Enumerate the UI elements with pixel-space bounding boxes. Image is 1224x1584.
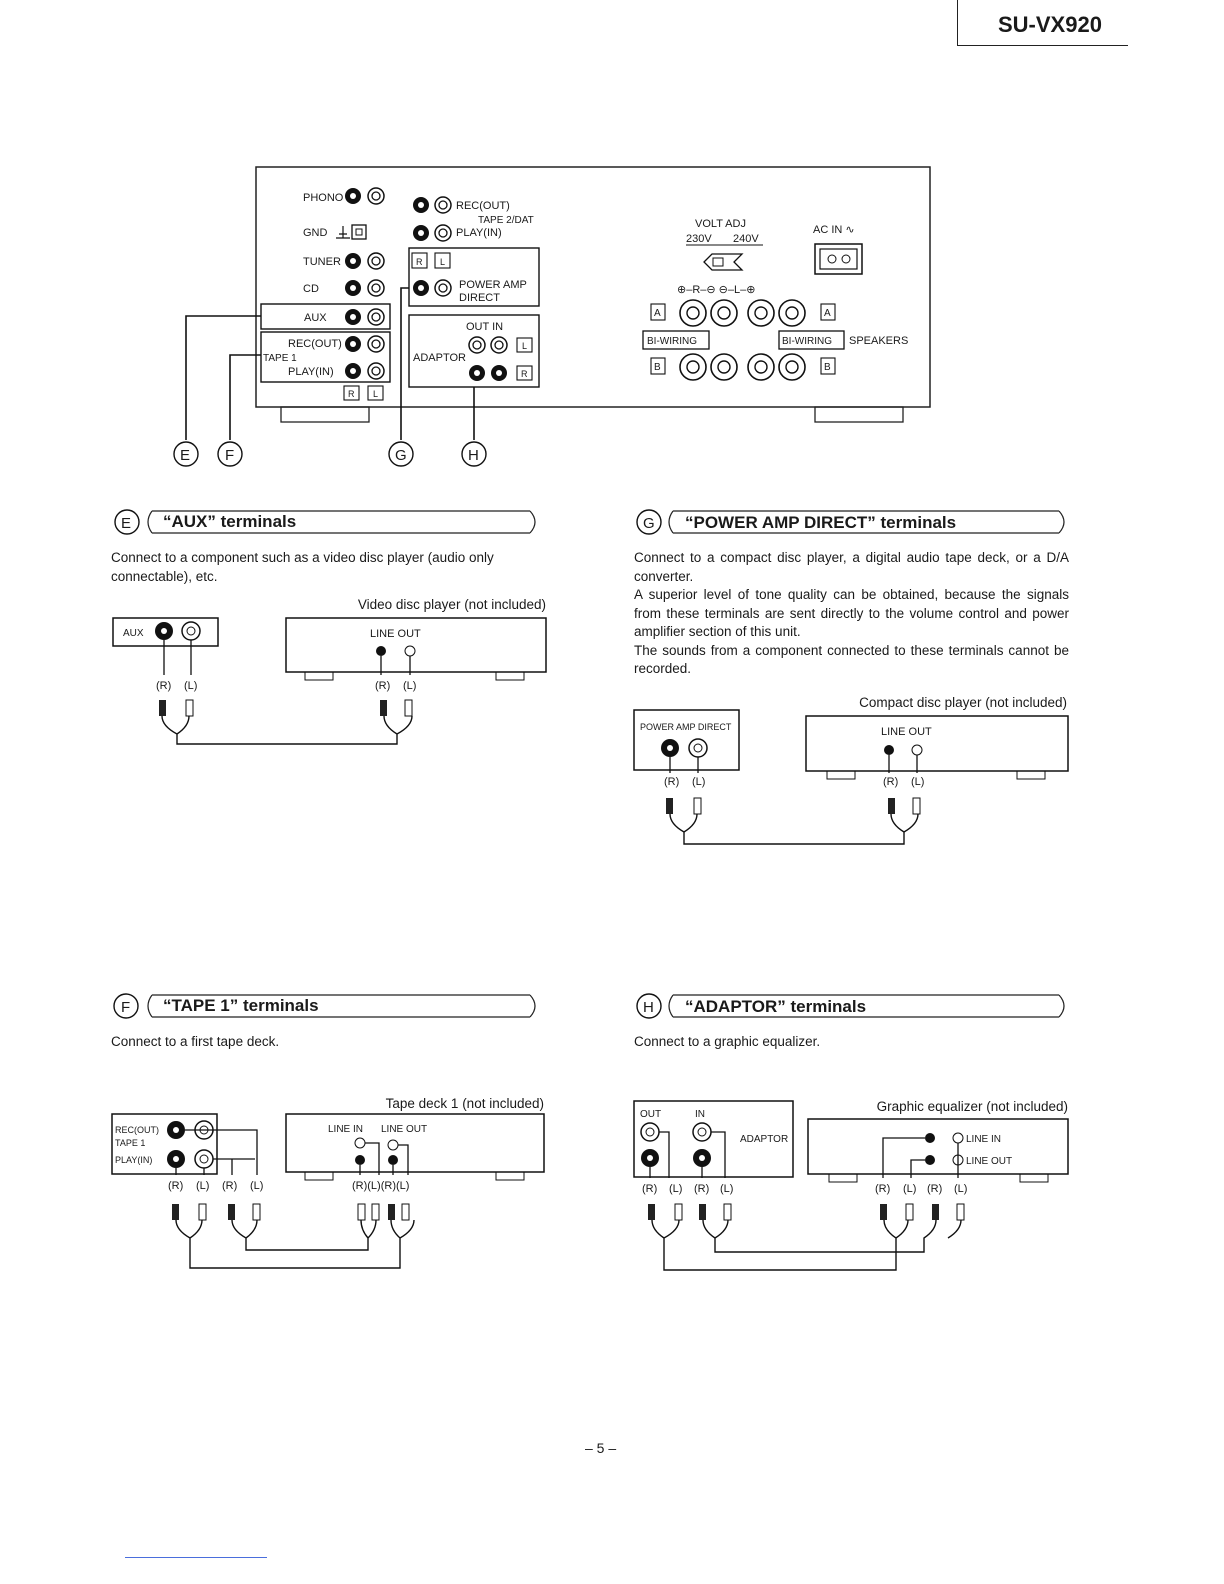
adaptor-out-label: OUT bbox=[640, 1109, 661, 1120]
tape1-device-line-out: LINE OUT bbox=[381, 1124, 427, 1135]
section-headings: E G F H bbox=[113, 509, 1065, 1019]
rec-out-label: REC(OUT) bbox=[288, 338, 342, 350]
tape1-device-line-in: LINE IN bbox=[328, 1124, 363, 1135]
tape1-tape-label: TAPE 1 bbox=[115, 1138, 145, 1148]
aux-connection-diagram: AUX LINE OUT (R) (L) (R) (L) bbox=[112, 617, 547, 745]
svg-text:(R): (R) bbox=[642, 1183, 657, 1195]
svg-text:(R): (R) bbox=[664, 776, 679, 788]
svg-text:(R): (R) bbox=[375, 680, 390, 692]
rear-panel-diagram: PHONO GND TUNER CD AUX REC(OUT) TAPE 1 P… bbox=[173, 166, 931, 467]
callout-h: H bbox=[468, 447, 479, 464]
svg-text:(R): (R) bbox=[168, 1180, 183, 1192]
section-e-body: Connect to a component such as a video d… bbox=[111, 550, 494, 584]
section-f-title: “TAPE 1” terminals bbox=[163, 996, 319, 1015]
tuner-label: TUNER bbox=[303, 256, 341, 268]
section-g-body: Connect to a compact disc player, a digi… bbox=[634, 550, 1069, 676]
svg-text:(R): (R) bbox=[927, 1183, 942, 1195]
svg-text:(R): (R) bbox=[156, 680, 171, 692]
svg-text:R: R bbox=[521, 369, 528, 379]
bi-wiring-left: BI-WIRING bbox=[647, 336, 697, 347]
svg-text:B: B bbox=[654, 362, 661, 373]
aux-unit-label: AUX bbox=[123, 628, 144, 639]
svg-text:(L): (L) bbox=[196, 1180, 209, 1192]
gnd-label: GND bbox=[303, 227, 328, 239]
bi-wiring-right: BI-WIRING bbox=[782, 336, 832, 347]
section-f-caption: Tape deck 1 (not included) bbox=[385, 1096, 544, 1111]
section-e-caption: Video disc player (not included) bbox=[357, 597, 546, 612]
svg-text:240V: 240V bbox=[733, 233, 759, 245]
tape1-label: TAPE 1 bbox=[263, 353, 297, 364]
svg-text:L: L bbox=[522, 341, 527, 351]
tape1-connection-diagram: REC(OUT) TAPE 1 PLAY(IN) LINE IN LINE OU… bbox=[111, 1113, 545, 1269]
section-f-body: Connect to a first tape deck. bbox=[111, 1034, 280, 1049]
svg-text:(L): (L) bbox=[720, 1183, 733, 1195]
svg-text:R: R bbox=[348, 389, 355, 399]
svg-text:(R): (R) bbox=[875, 1183, 890, 1195]
svg-text:(L): (L) bbox=[669, 1183, 682, 1195]
eq-line-in-label: LINE IN bbox=[966, 1134, 1001, 1145]
section-h-body: Connect to a graphic equalizer. bbox=[634, 1034, 821, 1049]
svg-text:L: L bbox=[440, 257, 445, 267]
callout-f: F bbox=[225, 447, 234, 464]
section-g-title: “POWER AMP DIRECT” terminals bbox=[685, 513, 957, 532]
svg-text:(L): (L) bbox=[403, 680, 416, 692]
cd-device-label: LINE OUT bbox=[881, 726, 932, 738]
speakers-label: SPEAKERS bbox=[849, 335, 908, 347]
adaptor-in-label: IN bbox=[695, 1109, 705, 1120]
cd-label: CD bbox=[303, 283, 319, 295]
play-in-label: PLAY(IN) bbox=[288, 366, 334, 378]
svg-text:A: A bbox=[654, 308, 661, 319]
section-e-letter: E bbox=[121, 515, 131, 532]
section-h-caption: Graphic equalizer (not included) bbox=[876, 1099, 1068, 1114]
adaptor-label: ADAPTOR bbox=[413, 352, 466, 364]
svg-text:230V: 230V bbox=[686, 233, 712, 245]
power-amp-unit-label: POWER AMP DIRECT bbox=[640, 722, 732, 732]
section-h-letter: H bbox=[643, 999, 654, 1016]
footer-rule bbox=[125, 1557, 267, 1558]
svg-text:R: R bbox=[416, 257, 423, 267]
svg-text:(L): (L) bbox=[954, 1183, 967, 1195]
svg-text:(L): (L) bbox=[250, 1180, 263, 1192]
eq-line-out-label: LINE OUT bbox=[966, 1156, 1012, 1167]
section-g-letter: G bbox=[643, 515, 655, 532]
power-amp-label: POWER AMP bbox=[459, 279, 527, 291]
callout-e: E bbox=[180, 447, 190, 464]
svg-text:(L): (L) bbox=[184, 680, 197, 692]
page-number: – 5 – bbox=[585, 1440, 617, 1456]
callout-g: G bbox=[395, 447, 407, 464]
model-header: SU-VX920 bbox=[957, 0, 1128, 46]
svg-text:(L): (L) bbox=[692, 776, 705, 788]
aux-device-label: LINE OUT bbox=[370, 628, 421, 640]
tape1-play-label: PLAY(IN) bbox=[115, 1155, 152, 1165]
tape2-rec-label: REC(OUT) bbox=[456, 200, 510, 212]
tape2-play-label: PLAY(IN) bbox=[456, 227, 502, 239]
adaptor-unit-label: ADAPTOR bbox=[740, 1134, 788, 1145]
ac-in-label: AC IN ∿ bbox=[813, 224, 855, 236]
svg-text:(R): (R) bbox=[883, 776, 898, 788]
svg-text:(R): (R) bbox=[694, 1183, 709, 1195]
panel-outline bbox=[255, 166, 931, 408]
svg-text:(L): (L) bbox=[911, 776, 924, 788]
power-amp-direct-diagram: POWER AMP DIRECT LINE OUT (R) (L) (R) (L) bbox=[633, 709, 1069, 845]
svg-text:A: A bbox=[824, 308, 831, 319]
aux-label: AUX bbox=[304, 312, 327, 324]
svg-text:(L): (L) bbox=[903, 1183, 916, 1195]
svg-text:(R)(L)(R)(L): (R)(L)(R)(L) bbox=[352, 1180, 409, 1192]
adaptor-connection-diagram: OUT IN ADAPTOR LINE IN LINE OUT (R) (L) (… bbox=[633, 1100, 1069, 1271]
section-e-title: “AUX” terminals bbox=[163, 512, 297, 531]
svg-text:L: L bbox=[373, 389, 378, 399]
section-h-title: “ADAPTOR” terminals bbox=[685, 997, 867, 1016]
svg-text:(R): (R) bbox=[222, 1180, 237, 1192]
volt-adj-label: VOLT ADJ bbox=[695, 218, 746, 230]
svg-text:B: B bbox=[824, 362, 831, 373]
tape1-rec-label: REC(OUT) bbox=[115, 1125, 159, 1135]
phono-label: PHONO bbox=[303, 192, 344, 204]
tape2-label: TAPE 2/DAT bbox=[478, 215, 534, 226]
model-number: SU-VX920 bbox=[998, 12, 1102, 37]
direct-label: DIRECT bbox=[459, 292, 500, 304]
section-g-caption: Compact disc player (not included) bbox=[859, 695, 1067, 710]
polarity-label: ⊕–R–⊖ ⊖–L–⊕ bbox=[677, 284, 755, 296]
out-in-label: OUT IN bbox=[466, 321, 503, 333]
section-f-letter: F bbox=[121, 999, 130, 1016]
